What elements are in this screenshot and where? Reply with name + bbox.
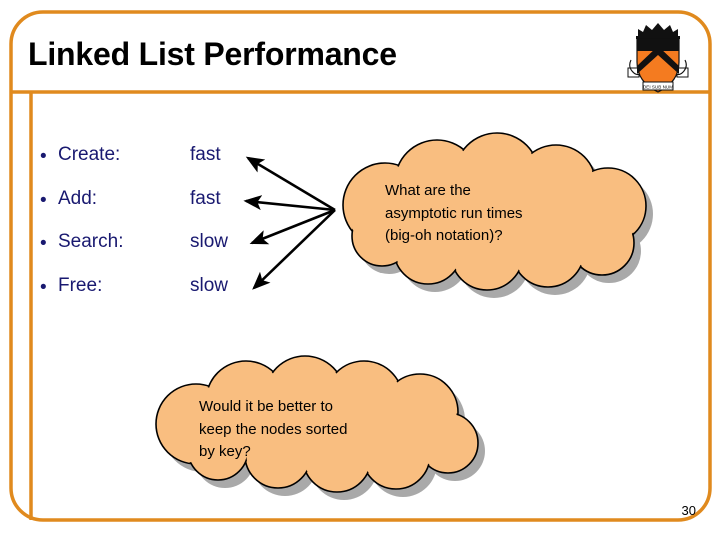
- list-item-label: Create:: [58, 144, 121, 165]
- list-item: • Add: fast: [40, 187, 300, 231]
- list-item-value: fast: [190, 187, 221, 209]
- callout-text-asymptotic: What are the asymptotic run times (big-o…: [385, 182, 523, 244]
- bullet-marker: •: [40, 276, 47, 298]
- bullet-marker: •: [40, 233, 47, 254]
- list-item: • Free: slow: [40, 274, 300, 318]
- list-item-label: Free:: [58, 274, 103, 296]
- svg-text:DEI SUB NUM: DEI SUB NUM: [643, 85, 673, 90]
- callout-text-sorted: Would it be better to keep the nodes sor…: [199, 398, 348, 460]
- list-item-value: slow: [190, 274, 229, 296]
- list-item: • Search: slow: [40, 230, 300, 274]
- page-number: 30: [681, 503, 696, 518]
- bullet-marker: •: [40, 189, 47, 211]
- bullet-marker: •: [40, 146, 47, 167]
- list-item: • Create: fast: [40, 143, 300, 187]
- list-item-label: Add:: [58, 187, 98, 209]
- list-item-value: slow: [190, 231, 229, 252]
- page-title: Linked List Performance: [28, 36, 397, 72]
- list-item-label: Search:: [58, 231, 124, 252]
- performance-list: • Create: fast • Add: fast • Search: slo…: [40, 143, 300, 317]
- list-item-value: fast: [190, 144, 221, 165]
